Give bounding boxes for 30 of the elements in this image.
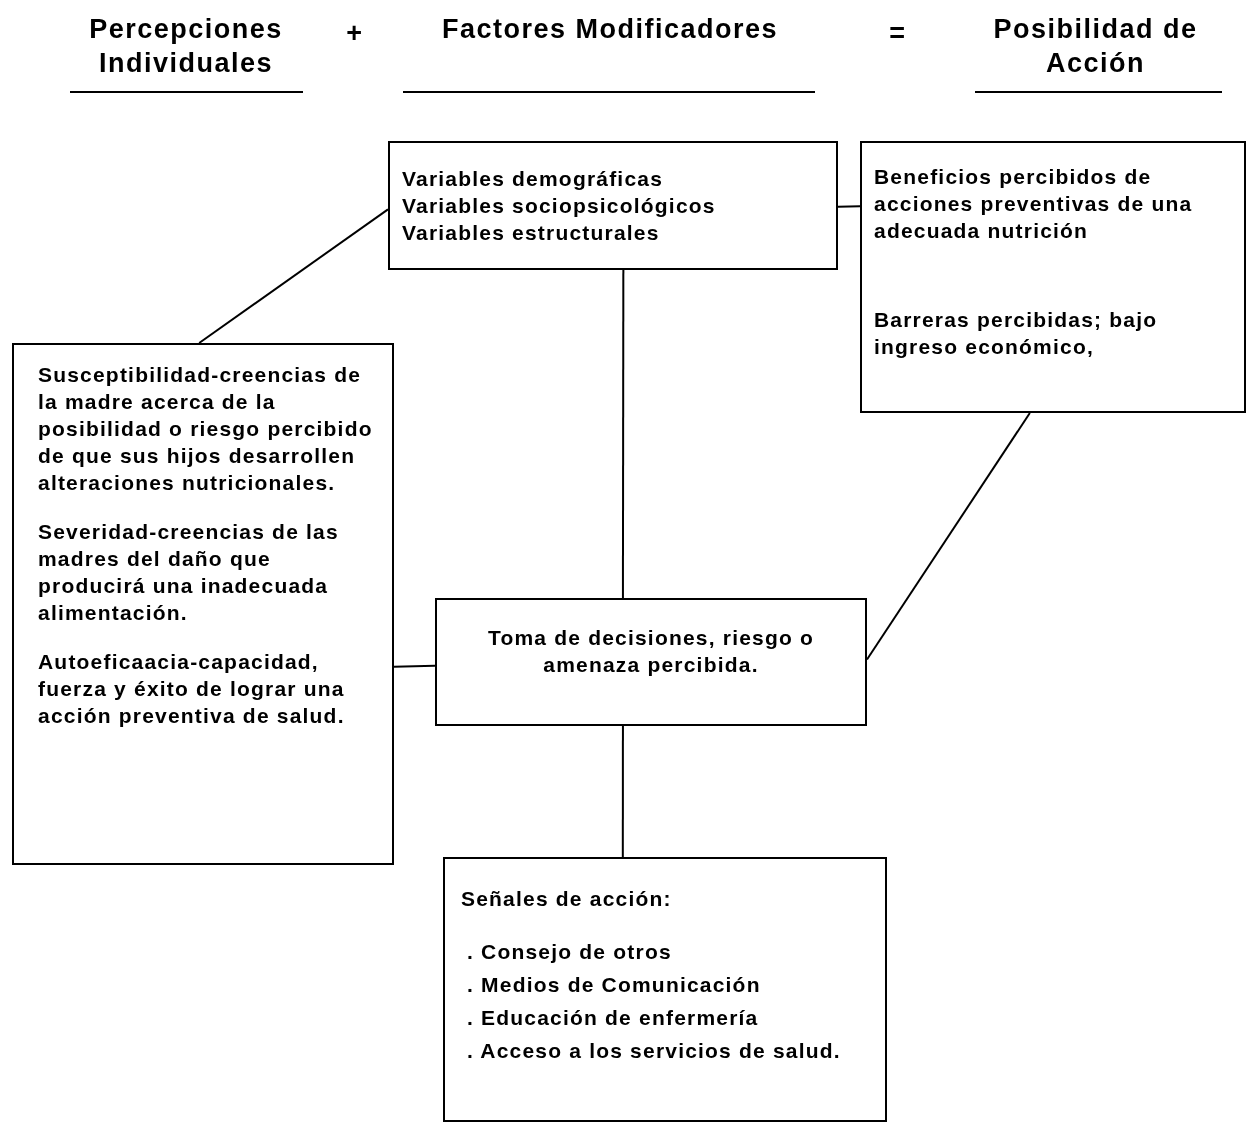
connector-line: [866, 412, 1031, 661]
connector-line: [621, 269, 625, 599]
connector-line: [837, 205, 861, 208]
text-box: [388, 141, 838, 270]
box-text: Variables demográficas: [402, 166, 665, 192]
box-text: Barreras percibidas; bajo ingreso económico,: [874, 307, 1159, 360]
box-text: Variables estructurales: [402, 220, 661, 246]
list-item: . Consejo de otros: [466, 939, 673, 965]
column-heading: Posibilidad de Acción: [992, 13, 1199, 80]
box-heading: Señales de acción:: [461, 886, 673, 912]
connector-line: [621, 725, 624, 858]
box-text: Autoeficaacia-capacidad, fuerza y éxito de lograr una acción preventiva de salud.: [38, 649, 346, 729]
box-text: Susceptibilidad-creencias de la madre acerca de la posibilidad o riesgo percibido de que sus hijos desarrollen alteraciones nutricionales.: [38, 362, 374, 496]
column-heading: Factores Modificadores: [440, 13, 780, 46]
operator-sign: =: [888, 17, 908, 50]
connector-line: [393, 664, 436, 668]
text-box: [12, 343, 394, 865]
list-item: . Acceso a los servicios de salud.: [466, 1038, 842, 1064]
box-text: Severidad-creencias de las madres del daño que producirá una inadecuada alimentación.: [38, 519, 340, 626]
list-item: . Educación de enfermería: [466, 1005, 760, 1031]
text-box: [435, 598, 867, 726]
connector-line: [198, 208, 389, 344]
box-text: Variables sociopsicológicos: [402, 193, 717, 219]
box-text: Beneficios percibidos de acciones preventivas de una adecuada nutrición: [874, 164, 1194, 244]
column-heading: Percepciones Individuales: [88, 13, 284, 80]
list-item: . Medios de Comunicación: [466, 972, 762, 998]
text-box: [443, 857, 887, 1122]
box-text: Toma de decisiones, riesgo o amenaza percibida.: [486, 625, 816, 678]
operator-sign: +: [345, 17, 365, 50]
text-box: [860, 141, 1246, 413]
